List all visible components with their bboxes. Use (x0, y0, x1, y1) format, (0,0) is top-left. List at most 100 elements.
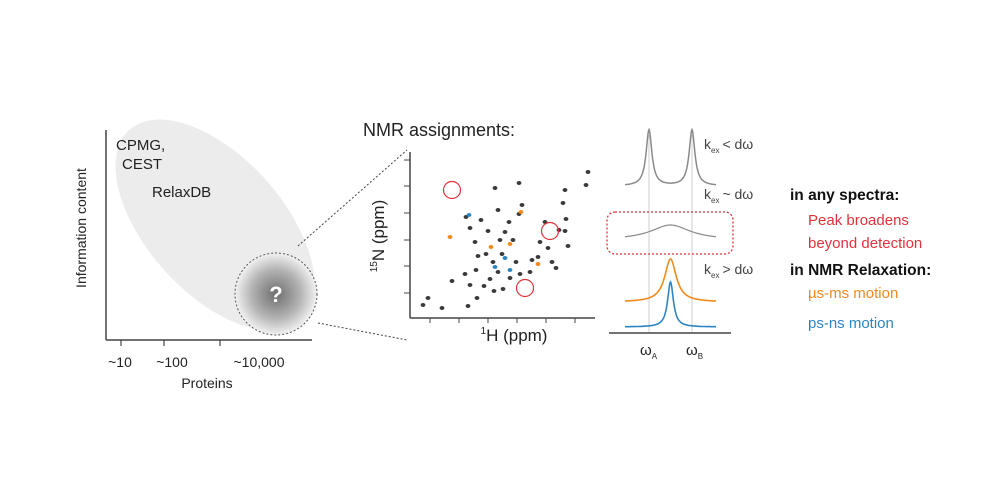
zoom-line-bottom (317, 322, 408, 341)
y-axis-label: Information content (73, 168, 89, 288)
spectrum-peak (449, 279, 455, 283)
spectrum-x-label: 1H (ppm) (481, 326, 548, 345)
spectrum-peak (506, 220, 512, 224)
intermediate-exchange-peak (625, 224, 716, 238)
spectrum-peak (519, 203, 525, 207)
cpmg-label: CPMG, (116, 137, 165, 154)
legend-red-line2: beyond detection (808, 235, 922, 252)
spectrum-peak (495, 208, 501, 212)
omega-b-label: ωB (686, 342, 703, 361)
spectrum-peak (483, 252, 489, 256)
spectrum-title: NMR assignments: (363, 120, 515, 140)
x-tick-label: ~100 (156, 354, 188, 370)
kex-slow-label: kex< dω (704, 136, 753, 155)
spectrum-peak (563, 217, 569, 221)
spectrum-peak (535, 255, 541, 259)
spectrum-peak (478, 218, 484, 222)
peak-layer (420, 170, 591, 310)
legend-blue-label: ps-ns motion (808, 315, 894, 332)
spectrum-peak (467, 283, 473, 287)
slow-exchange-peak (624, 127, 717, 186)
spectrum-peak (425, 296, 431, 300)
spectrum-peak (507, 276, 513, 280)
us-ms-motion-peak (625, 258, 716, 302)
method-space-ellipse (115, 119, 315, 331)
legend-heading-any-spectra: in any spectra: (790, 187, 899, 204)
question-mark: ? (269, 282, 282, 307)
spectrum-peak (472, 240, 478, 244)
spectrum-peak (500, 287, 506, 291)
cest-label: CEST (122, 156, 162, 173)
zoom-line-top (297, 149, 408, 247)
orange-peak (507, 242, 513, 246)
spectrum-peak (560, 201, 566, 205)
x-axis-label: Proteins (181, 375, 232, 391)
spectrum-peak (491, 289, 497, 293)
hsqc-spectrum-panel: NMR assignments: 1H (ppm) 15N (ppm) (363, 120, 595, 345)
spectrum-peak (467, 226, 473, 230)
kex-fast-label: kex> dω (704, 261, 753, 280)
spectrum-peak (513, 260, 519, 264)
spectrum-peak (516, 181, 522, 185)
spectrum-y-label: 15N (ppm) (369, 200, 388, 273)
spectrum-peak (475, 254, 481, 258)
y-label-sup: 15 (369, 261, 380, 273)
missing-peak-marker (540, 221, 560, 241)
spectrum-peak (497, 238, 503, 242)
spectrum-peak (549, 260, 555, 264)
broadened-highlight-box (606, 211, 734, 255)
legend-red-line1: Peak broadens (808, 212, 909, 229)
spectrum-peak (465, 304, 471, 308)
spectrum-peak (562, 188, 568, 192)
blue-peak (466, 213, 472, 217)
legend: in any spectra: Peak broadens beyond det… (790, 187, 931, 332)
info-content-panel: Information content ~10 ~100 ~10,000 Pro… (73, 119, 408, 391)
unknown-region (234, 252, 318, 336)
orange-peak (447, 235, 453, 239)
spectrum-peak (439, 306, 445, 310)
spectrum-peak (562, 229, 568, 233)
y-label-text: N (ppm) (369, 200, 388, 261)
spectrum-ticks (404, 159, 576, 323)
orange-peak (535, 262, 541, 266)
omega-a-label: ωA (640, 342, 658, 361)
spectrum-peak (481, 284, 487, 288)
spectrum-peak (517, 272, 523, 276)
spectrum-peak (473, 268, 479, 272)
spectrum-peak (583, 183, 589, 187)
spectrum-peak (485, 229, 491, 233)
spectrum-peak (545, 246, 551, 250)
legend-orange-label: µs-ms motion (808, 285, 898, 302)
spectrum-peak (553, 266, 559, 270)
spectrum-peak (462, 272, 468, 276)
legend-heading-relaxation: in NMR Relaxation: (790, 262, 931, 279)
kex-intermediate-label: kex~ dω (704, 186, 753, 205)
orange-peak (488, 245, 494, 249)
spectrum-peak (537, 240, 543, 244)
ps-ns-motion-peak (625, 280, 716, 328)
spectrum-peak (585, 170, 591, 174)
blue-peak (507, 268, 513, 272)
x-label-text: H (ppm) (486, 326, 547, 345)
spectrum-peak (529, 258, 535, 262)
spectrum-peak (565, 244, 571, 248)
missing-peak-marker (442, 180, 462, 200)
orange-peak (518, 210, 524, 214)
exchange-peaks-panel: kex< dω kex~ dω kex> dω ωA ωB (606, 127, 753, 361)
spectrum-peak (420, 303, 426, 307)
x-label-sup: 1 (481, 326, 487, 337)
spectrum-peak (495, 270, 501, 274)
spectrum-peak (490, 260, 496, 264)
x-tick-label: ~10 (108, 354, 132, 370)
missing-peak-marker (515, 278, 535, 298)
relaxdb-label: RelaxDB (152, 184, 211, 201)
spectrum-peak (487, 277, 493, 281)
spectrum-peak (527, 270, 533, 274)
blue-peak (492, 265, 498, 269)
spectrum-peak (510, 238, 516, 242)
spectrum-peak (502, 230, 508, 234)
spectrum-peak (474, 296, 480, 300)
x-tick-label: ~10,000 (234, 354, 285, 370)
spectrum-peak (499, 252, 505, 256)
